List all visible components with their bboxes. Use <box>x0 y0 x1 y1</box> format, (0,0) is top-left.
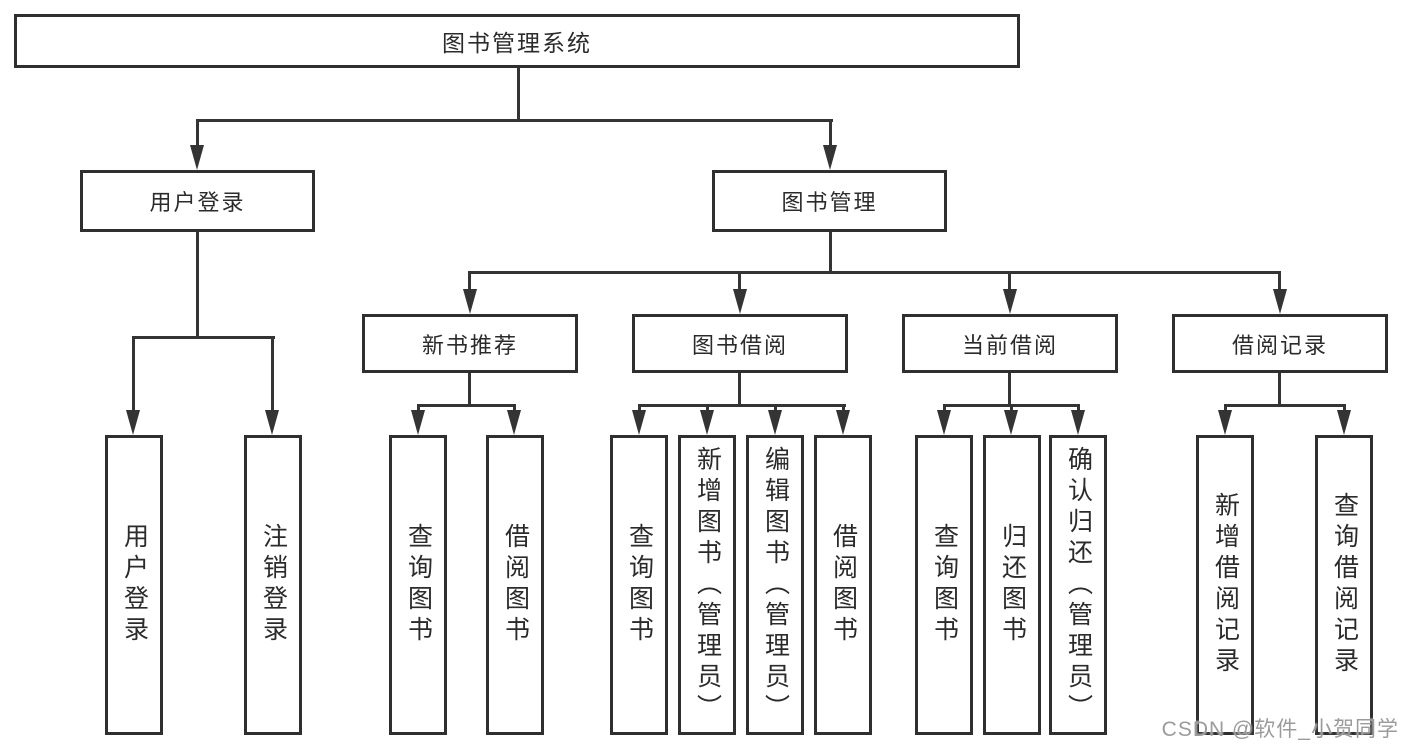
connector-line <box>517 68 520 120</box>
connector-line <box>706 404 709 414</box>
node-book-management: 图书管理 <box>712 170 947 232</box>
connector-line <box>1008 373 1011 406</box>
connector-line <box>738 271 741 293</box>
leaf-label: 借阅图书 <box>501 523 530 647</box>
connector-line <box>468 373 471 406</box>
connector-line <box>196 119 833 122</box>
connector-line <box>1008 271 1011 293</box>
node-label: 图书借阅 <box>691 332 788 358</box>
arrow-down-icon <box>190 145 204 170</box>
connector-line <box>1278 271 1281 293</box>
leaf-label: 注销登录 <box>259 523 288 647</box>
leaf-label: 查询借阅记录 <box>1330 492 1359 678</box>
leaf-query-books-borrowing: 查询图书 <box>610 435 668 735</box>
connector-line <box>774 404 777 414</box>
arrow-down-icon <box>768 410 782 435</box>
leaf-label: 确认归还（管理员） <box>1064 445 1093 725</box>
node-book-borrowing: 图书借阅 <box>632 314 848 373</box>
arrow-down-icon <box>411 410 425 435</box>
arrow-down-icon <box>1337 410 1351 435</box>
node-new-book-recommend: 新书推荐 <box>362 314 578 373</box>
connector-line <box>1224 404 1227 414</box>
leaf-confirm-return-admin: 确认归还（管理员） <box>1049 435 1107 735</box>
connector-line <box>132 336 135 414</box>
arrow-down-icon <box>1071 410 1085 435</box>
arrow-down-icon <box>937 410 951 435</box>
connector-line <box>468 271 1281 274</box>
leaf-borrow-books: 借阅图书 <box>814 435 872 735</box>
node-library-management-system: 图书管理系统 <box>14 14 1020 68</box>
arrow-down-icon <box>1273 289 1287 314</box>
node-label: 新书推荐 <box>421 332 518 358</box>
arrow-down-icon <box>463 289 477 314</box>
connector-line <box>638 404 641 414</box>
leaf-user-login: 用户登录 <box>105 435 163 735</box>
leaf-query-books-recommend: 查询图书 <box>389 435 447 735</box>
leaf-label: 归还图书 <box>998 523 1027 647</box>
connector-line <box>271 336 274 414</box>
csdn-watermark: CSDN @软件_小贺同学 <box>1161 718 1399 741</box>
connector-line <box>638 404 846 407</box>
arrow-down-icon <box>836 410 850 435</box>
leaf-label: 新增图书（管理员） <box>693 445 722 725</box>
connector-line <box>829 232 832 274</box>
connector-line <box>842 404 845 414</box>
arrow-down-icon <box>265 410 279 435</box>
node-label: 当前借阅 <box>961 332 1058 358</box>
node-borrowing-records: 借阅记录 <box>1172 314 1388 373</box>
arrow-down-icon <box>1003 289 1017 314</box>
leaf-borrow-books-recommend: 借阅图书 <box>486 435 544 735</box>
arrow-down-icon <box>1004 410 1018 435</box>
leaf-add-books-admin: 新增图书（管理员） <box>678 435 736 735</box>
arrow-down-icon <box>126 410 140 435</box>
connector-line <box>829 119 832 149</box>
leaf-query-books-current: 查询图书 <box>915 435 973 735</box>
connector-line <box>417 404 516 407</box>
node-label: 借阅记录 <box>1231 332 1328 358</box>
connector-line <box>468 271 471 293</box>
connector-line <box>738 373 741 406</box>
leaf-logout: 注销登录 <box>244 435 302 735</box>
connector-line <box>417 404 420 414</box>
node-label: 图书管理系统 <box>442 30 592 56</box>
node-label: 用户登录 <box>149 190 246 215</box>
leaf-label: 查询图书 <box>930 523 959 647</box>
connector-line <box>1010 404 1013 414</box>
connector-line <box>132 336 275 339</box>
connector-line <box>943 404 946 414</box>
arrow-down-icon <box>1218 410 1232 435</box>
arrow-down-icon <box>733 289 747 314</box>
connector-line <box>196 119 199 149</box>
arrow-down-icon <box>823 145 837 170</box>
connector-line <box>1224 404 1346 407</box>
leaf-label: 用户登录 <box>120 523 149 647</box>
leaf-label: 新增借阅记录 <box>1211 492 1240 678</box>
connector-line <box>1343 404 1346 414</box>
leaf-add-borrow-record: 新增借阅记录 <box>1196 435 1254 735</box>
leaf-return-books: 归还图书 <box>983 435 1041 735</box>
node-label: 图书管理 <box>781 190 878 215</box>
leaf-label: 借阅图书 <box>829 523 858 647</box>
node-user-login: 用户登录 <box>80 170 315 232</box>
arrow-down-icon <box>700 410 714 435</box>
connector-line <box>1278 373 1281 406</box>
connector-line <box>1077 404 1080 414</box>
leaf-label: 查询图书 <box>404 523 433 647</box>
leaf-label: 编辑图书（管理员） <box>761 445 790 725</box>
node-current-borrowing: 当前借阅 <box>902 314 1118 373</box>
arrow-down-icon <box>632 410 646 435</box>
connector-line <box>513 404 516 414</box>
leaf-query-borrow-record: 查询借阅记录 <box>1315 435 1373 735</box>
leaf-label: 查询图书 <box>625 523 654 647</box>
leaf-edit-books-admin: 编辑图书（管理员） <box>746 435 804 735</box>
connector-line <box>196 232 199 339</box>
arrow-down-icon <box>507 410 521 435</box>
